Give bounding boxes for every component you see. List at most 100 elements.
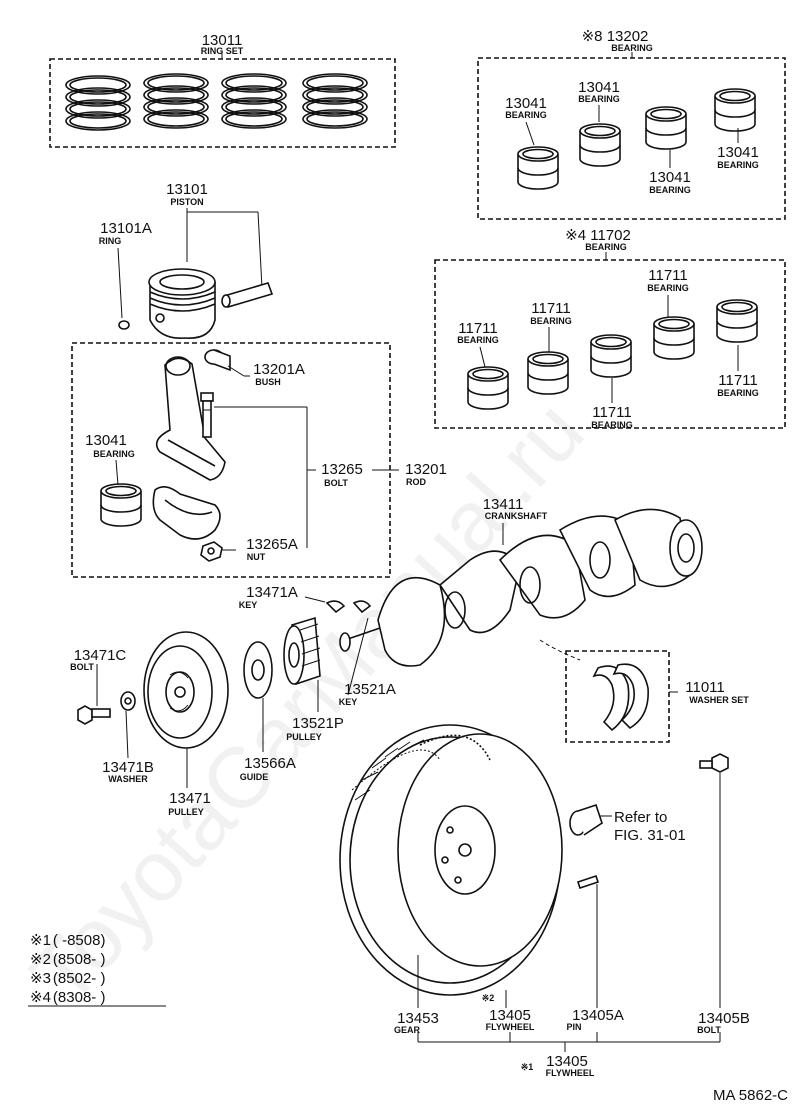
guide-label: GUIDE [240, 772, 269, 782]
bearing-13041-c-number: 13041 [649, 169, 691, 186]
nut-label: NUT [247, 552, 266, 562]
legend-row: ※3(8502- ) [30, 970, 105, 987]
guide-icon [243, 641, 273, 699]
crankshaft-icon [339, 508, 703, 667]
flywheel-1-number: 13405 [546, 1053, 588, 1070]
bearing-shell-icon [714, 88, 756, 132]
flywheel-bolt-icon [699, 753, 729, 773]
washer-13471b-number: 13471B [102, 759, 154, 776]
bearing-11711-c-number: 11711 [592, 404, 632, 421]
key-13471a-number: 13471A [246, 584, 298, 601]
piston-pin-icon [221, 282, 274, 308]
pulley-13471-number: 13471 [169, 790, 211, 807]
nut-number: 13265A [246, 536, 298, 553]
bearing-11711-c-label: BEARING [591, 420, 633, 430]
bearing-13041-d-label: BEARING [717, 160, 759, 170]
washer-set-number: 11011 [685, 679, 725, 696]
snap-ring-icon [118, 320, 130, 330]
bearing-shell-icon [467, 366, 509, 410]
key-13521a-number: 13521A [344, 681, 396, 698]
flywheel-2-mark: ※2 [482, 993, 495, 1003]
rod-cap-icon [152, 486, 221, 540]
bush-number: 13201A [253, 361, 305, 378]
rod-bearing-icon [100, 483, 142, 527]
key-13471a-label: KEY [239, 600, 258, 610]
rod-bolt-icon [200, 392, 214, 438]
pulley-13471-label: PULLEY [168, 807, 204, 817]
bearing-13202-box [477, 57, 786, 220]
washer-icon [120, 691, 136, 711]
rod-number: 13201 [405, 461, 447, 478]
timing-pulley-icon [283, 616, 321, 686]
bearing-11711-e-number: 11711 [718, 372, 758, 389]
bearing-11711-d-label: BEARING [647, 283, 689, 293]
bearing-11702-label: BEARING [585, 242, 627, 252]
legend-row: ※1( -8508) [30, 932, 105, 949]
bearing-shell-icon [517, 146, 559, 190]
bearing-13202-number: ※8 13202 [582, 28, 649, 45]
rod-box [71, 342, 391, 578]
bearing-11702-number: ※4 11702 [565, 227, 631, 244]
flywheel-2-label: FLYWHEEL [486, 1022, 535, 1032]
crankshaft-label: CRANKSHAFT [485, 511, 548, 521]
bearing-11711-b-number: 11711 [531, 300, 571, 317]
bearing-11711-e-label: BEARING [717, 388, 759, 398]
piston-label: PISTON [170, 197, 203, 207]
rod-bolt-label: BOLT [324, 478, 348, 488]
thrust-washer-icon [592, 663, 649, 732]
bolt-13405b-number: 13405B [698, 1010, 750, 1027]
flywheel-2-number: 13405 [489, 1007, 531, 1024]
rod-bolt-number: 13265 [321, 461, 363, 478]
bolt-13471c-number: 13471C [74, 647, 127, 664]
date-legend: ※1( -8508) ※2(8508- ) ※3(8502- ) ※4(8308… [28, 932, 166, 1007]
bearing-shell-icon [653, 316, 695, 360]
nut-icon [200, 541, 223, 562]
guide-number: 13566A [244, 755, 296, 772]
bearing-shell-icon [716, 299, 758, 343]
pin-number: 13405A [572, 1007, 624, 1024]
bearing-11702-box [434, 259, 786, 429]
bearing-13041-a-number: 13041 [505, 95, 547, 112]
bearing-11711-d-number: 11711 [648, 267, 688, 284]
crank-pulley-icon [143, 631, 229, 749]
bearing-13041-c-label: BEARING [649, 185, 691, 195]
bolt-13405b-label: BOLT [697, 1025, 721, 1035]
refer-text-line2: FIG. 31-01 [614, 827, 686, 844]
bearing-13041-a-label: BEARING [505, 110, 547, 120]
gear-label: GEAR [394, 1025, 421, 1035]
flywheel-1-mark: ※1 [521, 1062, 534, 1072]
washer-set-label: WASHER SET [689, 695, 749, 705]
pin-label: PIN [566, 1022, 581, 1032]
refer-text-line1: Refer to [614, 809, 667, 826]
washer-set-box [565, 650, 670, 743]
bearing-11711-a-label: BEARING [457, 335, 499, 345]
pin-icon [576, 874, 600, 890]
flywheel-1-label: FLYWHEEL [546, 1068, 595, 1078]
piston-number: 13101 [166, 181, 208, 198]
pilot-bearing-icon [569, 803, 603, 836]
flywheel-ring-gear-icon [419, 734, 491, 761]
legend-row: ※2(8508- ) [30, 951, 105, 968]
rod-bearing-number: 13041 [85, 432, 127, 449]
bush-label: BUSH [255, 377, 281, 387]
bearing-13202-label: BEARING [611, 43, 653, 53]
bearing-shell-icon [645, 106, 687, 150]
ring-set-number: 13011 [202, 32, 243, 49]
rod-label: ROD [406, 477, 427, 487]
bearing-13041-d-number: 13041 [717, 144, 759, 161]
pulley-13521p-number: 13521P [292, 715, 344, 732]
bearing-shell-icon [590, 334, 632, 378]
bearing-13041-b-number: 13041 [578, 79, 620, 96]
rod-bearing-label: BEARING [93, 449, 135, 459]
bush-icon [204, 349, 231, 372]
flywheel-icon [339, 724, 563, 996]
bolt-icon [77, 705, 111, 725]
pulley-13521p-label: PULLEY [286, 732, 322, 742]
bearing-11711-a-number: 11711 [458, 320, 498, 337]
washer-13471b-label: WASHER [108, 774, 148, 784]
piston-icon [148, 268, 216, 339]
ring-set-rings-icon [65, 73, 368, 131]
gear-number: 13453 [397, 1010, 439, 1027]
bearing-shell-icon [579, 123, 621, 167]
